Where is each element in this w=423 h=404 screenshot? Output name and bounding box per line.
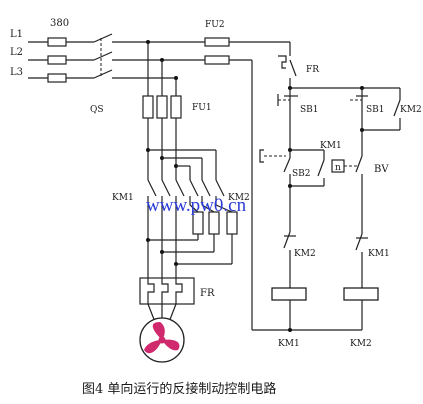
fr-main-label: FR [200,288,215,299]
sb2-start-button: SB2 [259,149,311,186]
fr-ctrl-label: FR [306,65,319,75]
motor [139,317,185,363]
watermark: www.pw0.cn [146,195,247,216]
main-circuit: FU1 KM1 [112,42,250,363]
figure-caption: 图4 单向运行的反接制动控制电路 [82,381,276,397]
phase-label-l1: L1 [10,29,23,40]
km2-main-contacts: KM2 [146,179,250,266]
km2-coil [343,287,379,301]
fan-icon [144,322,180,354]
km1-interlock: KM1 [355,230,390,288]
supply-lines: L1 L2 L3 380 QS [10,18,205,115]
km2-interlock: KM2 [283,186,316,288]
fr-thermal-relay: FR [139,277,215,305]
phase-label-l3: L3 [10,67,23,78]
km1-int-label: KM1 [368,249,390,259]
km1-main-contacts: KM1 [112,179,185,264]
km2-int-label: KM2 [294,249,316,259]
qs-switch: QS [90,33,176,115]
fuse-l1 [47,37,67,47]
fu1-label: FU1 [192,103,212,113]
sb1-stop-right: SB1 [350,88,385,115]
speed-relay-bv: n BV [331,130,389,230]
sb2-label: SB2 [292,169,311,179]
speed-relay-symbol: n [335,163,341,173]
sb1-stop-left: SB1 [277,88,319,115]
fuse-l2 [47,55,67,65]
km1-main-label: KM1 [112,193,134,203]
bv-label: BV [374,164,389,175]
voltage-label: 380 [50,18,69,29]
km2-hold-label: KM2 [400,105,422,115]
km1-coil [271,287,307,301]
phase-label-l2: L2 [10,47,23,58]
sb1-label-a: SB1 [300,105,319,115]
km1-bv-label: KM1 [320,141,342,151]
control-circuit: FR SB1 SB1 KM2 [252,42,422,349]
fu2-label: FU2 [205,20,225,30]
km2-coil-label: KM2 [350,339,372,349]
km1-coil-label: KM1 [278,339,300,349]
fu1-fuse-c [170,95,182,119]
km2-hold-contact: KM2 [393,88,422,130]
fu2-fuses: FU2 [204,20,290,330]
sb1-label-b: SB1 [366,105,385,115]
km1-hold-contact: KM1 [317,141,342,186]
qs-label: QS [90,105,104,115]
km2-main-label: KM2 [228,193,250,203]
fuse-l3 [47,73,67,83]
fu1-fuse-b [156,95,168,119]
fu1-fuse-a [142,95,154,119]
